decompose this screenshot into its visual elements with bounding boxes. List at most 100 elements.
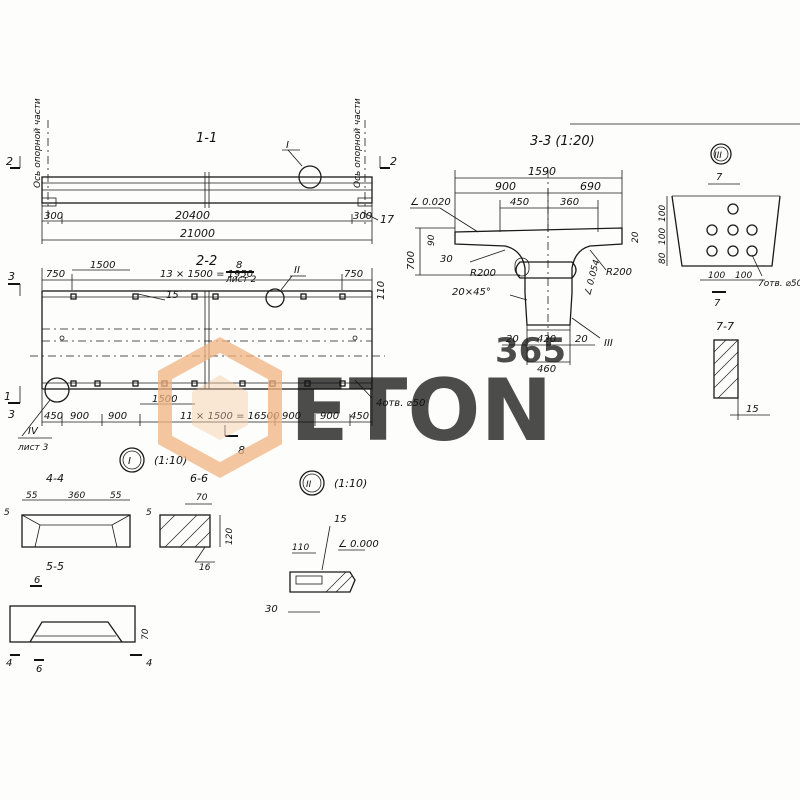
section-6-6: 6-6 70 120 16 xyxy=(159,472,235,573)
r200-right: R200 xyxy=(606,267,632,278)
r200-left: R200 xyxy=(470,268,496,279)
section-mark-1: 1 xyxy=(4,390,11,403)
dim-90: 90 xyxy=(427,234,437,246)
watermark-brand: ETON xyxy=(290,361,553,461)
detail-II: II (1:10) 15 110 ∠ 0.000 30 xyxy=(265,470,379,615)
plate-outline xyxy=(671,195,781,267)
detail-III-dim-80: 80 xyxy=(658,252,668,264)
detail-III-dim-100-c: 100 xyxy=(708,271,725,281)
dim-70-5-5: 70 xyxy=(141,628,151,640)
dim-1500-top: 1500 xyxy=(90,260,115,271)
top-hole-row xyxy=(70,293,346,300)
view-2-2-title: 2-2 xyxy=(196,254,217,269)
sec-6-top: 6 xyxy=(34,575,40,586)
detail-II-dim-110: 110 xyxy=(292,543,309,553)
dim-450-left: 450 xyxy=(44,411,63,422)
dim-55-right: 55 xyxy=(110,491,122,501)
sec-4-right: 4 xyxy=(146,658,152,669)
dim-900-a: 900 xyxy=(70,411,89,422)
view-1-1: 1-1 Ось опорной части Ось опорной части … xyxy=(6,98,397,244)
dim-750-left: 750 xyxy=(46,269,65,280)
axis-label-left: Ось опорной части xyxy=(33,98,43,188)
dim-5-right: 5 xyxy=(146,508,152,518)
dim-690: 690 xyxy=(580,180,601,193)
sec-6-bottom: 6 xyxy=(36,664,42,675)
section-3-3-title: 3-3 (1:20) xyxy=(530,134,595,149)
dim-pitch-bottom: 11 × 1500 = 16500 xyxy=(180,411,279,422)
leader-17: 17 xyxy=(380,213,394,226)
holes-7-label: 7отв. ⌀50 xyxy=(758,279,800,289)
dim-360-3-3: 360 xyxy=(560,197,579,208)
ref-sheet-3: лист 3 xyxy=(17,443,49,453)
dim-70-6-6: 70 xyxy=(196,493,208,503)
dim-900-b: 900 xyxy=(108,411,127,422)
dim-20-top: 20 xyxy=(631,231,641,243)
section-mark-2-left: 2 xyxy=(6,155,13,168)
detail-II-dim-15: 15 xyxy=(334,514,347,525)
section-mark-3-bottom: 3 xyxy=(8,408,15,421)
bottom-hole-row xyxy=(70,380,346,387)
section-4-4-outline xyxy=(21,514,131,548)
slope-top: ∠ 0.020 xyxy=(410,197,451,208)
detail-II-outline xyxy=(289,571,356,593)
dim-120: 120 xyxy=(225,528,235,545)
detail-I-scale: (1:10) xyxy=(154,454,187,467)
badge-III: III xyxy=(714,151,722,161)
view-2-2: 2-2 750 13 × 1500 = 1950 750 1500 15 8 л… xyxy=(4,254,425,457)
badge-circle-III xyxy=(710,143,732,165)
section-7-7-title: 7-7 xyxy=(716,320,734,333)
dim-900-c: 900 xyxy=(282,411,301,422)
detail-III-dim-100-b: 100 xyxy=(658,228,668,245)
detail-II-dim-30: 30 xyxy=(265,604,278,615)
section-4-4-title: 4-4 xyxy=(46,472,64,485)
section-mark-3-left: 3 xyxy=(8,270,15,283)
dim-110: 110 xyxy=(376,281,387,300)
dim-5-left: 5 xyxy=(4,508,10,518)
detail-III-sec-7: 7 xyxy=(714,298,721,309)
axis-label-right: Ось опорной части xyxy=(353,98,363,188)
badge-I: I xyxy=(128,456,131,467)
callout-circle-II xyxy=(265,288,285,308)
dim-450-right: 450 xyxy=(350,411,369,422)
callout-I-label: I xyxy=(286,140,289,151)
detail-III-dim-7: 7 xyxy=(716,172,723,183)
dim-20-b: 20 xyxy=(575,334,588,345)
dim-20400: 20400 xyxy=(175,209,210,222)
holes-4-label: 4отв. ⌀50 xyxy=(376,398,425,409)
detail-I-header: I (1:10) xyxy=(119,447,187,473)
watermark: ETON 365 xyxy=(158,331,566,478)
beam-plan xyxy=(41,290,373,390)
dim-55-left: 55 xyxy=(26,491,38,501)
badge-circle-II xyxy=(299,470,325,496)
label-15: 15 xyxy=(166,290,179,301)
dim-360-4-4: 360 xyxy=(68,491,85,501)
callout-IV-label: IV xyxy=(28,426,39,437)
chamfer: 20×45° xyxy=(452,287,491,298)
detail-III-dim-100-d: 100 xyxy=(735,271,752,281)
section-mark-2-right: 2 xyxy=(390,155,397,168)
dim-300-right: 300 xyxy=(353,211,372,222)
section-5-5-outline xyxy=(9,605,136,643)
view-1-1-title: 1-1 xyxy=(196,131,217,146)
watermark-logo-icon xyxy=(158,337,282,478)
dim-700: 700 xyxy=(406,251,417,270)
callout-II-label: II xyxy=(294,265,300,276)
dim-21000: 21000 xyxy=(180,227,215,240)
ref-sheet-2: лист 2 xyxy=(225,275,257,285)
plate-holes xyxy=(706,203,758,257)
dim-1590: 1590 xyxy=(528,165,556,178)
section-7-7: 7-7 15 xyxy=(713,320,770,420)
dim-16: 16 xyxy=(199,563,211,573)
detail-II-scale: (1:10) xyxy=(334,477,367,490)
detail-III: III 7 100 100 80 100 100 7отв. ⌀50 7 xyxy=(658,143,800,309)
callout-circle-I xyxy=(298,165,322,189)
dim-750-right: 750 xyxy=(344,269,363,280)
slope-side: ∠ 0.054 xyxy=(583,258,602,296)
dim-450-3-3: 450 xyxy=(510,197,529,208)
section-6-6-outline xyxy=(159,514,211,548)
dim-300-left: 300 xyxy=(44,211,63,222)
section-6-6-title: 6-6 xyxy=(190,472,208,485)
badge-II: II xyxy=(306,480,312,490)
section-5-5: 5-5 6 70 4 6 4 xyxy=(6,560,152,675)
